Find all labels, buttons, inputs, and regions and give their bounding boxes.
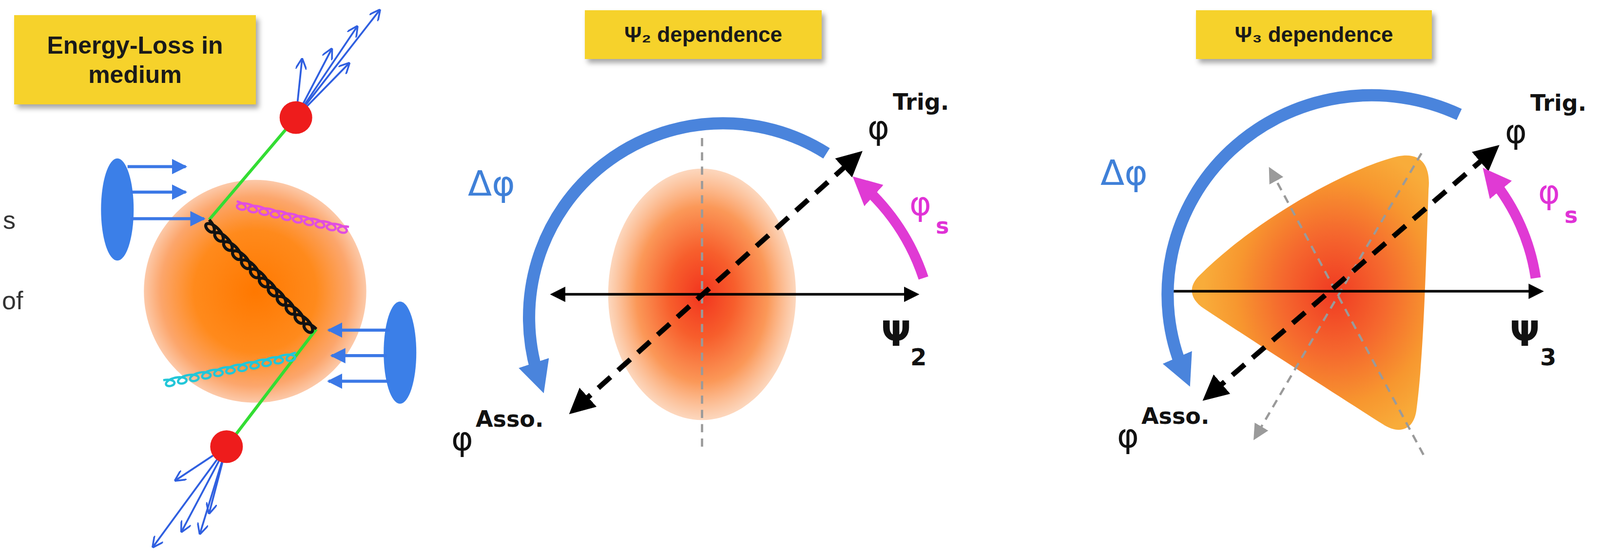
delta-phi-arc — [529, 123, 827, 379]
event-plane-axis — [553, 292, 917, 296]
title-tag: Energy-Loss in medium — [14, 15, 256, 105]
dijet-axis — [578, 159, 853, 406]
plane-symbol: Ψ — [881, 315, 911, 351]
superscript: Trig. — [892, 90, 949, 114]
nucleus — [100, 158, 134, 261]
angle-symbol: φ — [867, 111, 890, 145]
angle-symbol: φ — [1504, 115, 1527, 149]
subscript: 2 — [910, 345, 927, 369]
psi2-illustration — [529, 123, 924, 450]
angle-symbol: φ — [909, 187, 932, 221]
medium-sphere — [143, 179, 367, 403]
angle-label: Δφ — [467, 165, 516, 201]
gluon-coil — [205, 219, 317, 333]
jet-vertex — [279, 100, 313, 134]
subscript: s — [1564, 203, 1578, 227]
slide-fragment: s — [2, 207, 16, 233]
angle-label: Δφ — [1100, 154, 1148, 191]
tag-text: Ψ₂ dependence — [624, 21, 783, 48]
subscript: s — [935, 214, 949, 237]
phi-s-arc — [1491, 178, 1536, 278]
nucleus — [383, 301, 417, 404]
jet-vertex — [210, 429, 243, 463]
angle-symbol: φ — [1117, 419, 1139, 453]
symmetry-axis — [1270, 169, 1424, 455]
superscript: Trig. — [1530, 91, 1587, 115]
symmetry-axis — [1254, 153, 1422, 438]
gluon-coil — [163, 352, 296, 386]
triangular-medium — [1192, 155, 1429, 430]
psi3-illustration — [1163, 95, 1542, 455]
slide-fragment: of — [1, 287, 23, 313]
superscript: Asso. — [475, 407, 544, 430]
plane-symbol: Ψ — [1509, 315, 1540, 351]
angle-symbol: φ — [1538, 175, 1561, 209]
angle-symbol: φ — [451, 422, 474, 456]
gluon-coil — [236, 201, 349, 233]
parton-line — [226, 328, 317, 447]
title-tag: Ψ₂ dependence — [584, 10, 822, 59]
nucleon-arrow — [127, 166, 390, 382]
tag-text: Energy-Loss in medium — [24, 30, 246, 90]
superscript: Asso. — [1141, 404, 1210, 427]
dijet-axis — [1212, 153, 1490, 392]
tag-text: Ψ₃ dependence — [1234, 21, 1394, 48]
subscript: 3 — [1540, 345, 1557, 369]
title-tag: Ψ₃ dependence — [1195, 10, 1432, 59]
event-plane-axis — [1163, 289, 1542, 293]
delta-phi-arc — [1167, 95, 1460, 372]
